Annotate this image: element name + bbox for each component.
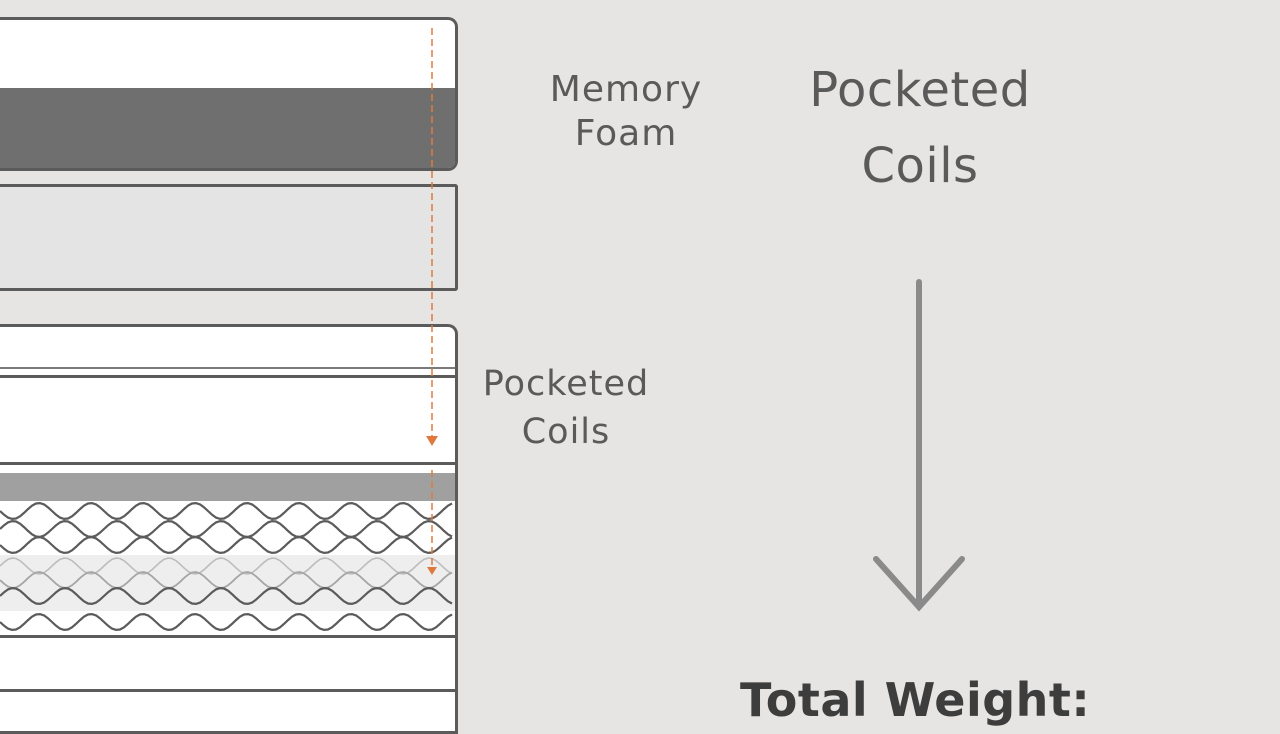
- pocketed-coils-layer: [0, 324, 458, 734]
- coil-spring-waves: [0, 501, 453, 632]
- pocketed-coils-heading: Pocketed Coils: [790, 52, 1050, 204]
- pocketed-coils-heading-line-1: Pocketed: [809, 62, 1031, 118]
- coils-grey-band: [0, 473, 455, 501]
- pocketed-coils-label-line-2: Coils: [521, 412, 611, 452]
- memory-foam-label-line-2: Foam: [574, 113, 678, 154]
- guide-arrowhead-lower: [427, 567, 437, 575]
- memory-foam-layer: [0, 17, 458, 171]
- total-weight-label: Total Weight:: [740, 673, 1091, 727]
- coil-wave-line: [0, 571, 453, 589]
- dimension-guide-arrow: [426, 28, 438, 575]
- coil-wave-line: [0, 501, 453, 521]
- memory-foam-dark-band: [0, 88, 455, 168]
- pocketed-coils-heading-line-2: Coils: [861, 138, 979, 194]
- transition-layer: [0, 184, 458, 291]
- coil-wave-line: [0, 586, 453, 606]
- coils-base-divider: [0, 689, 455, 692]
- coils-top-line-2: [0, 375, 455, 378]
- guide-arrowhead-upper: [426, 436, 438, 446]
- coil-wave-line: [0, 557, 453, 575]
- memory-foam-label: Memory Foam: [528, 68, 724, 156]
- pocketed-coils-label: Pocketed Coils: [462, 360, 670, 456]
- coil-wave-line: [0, 519, 453, 539]
- coils-lower-divider: [0, 635, 455, 638]
- coil-wave-line: [0, 612, 453, 632]
- pocketed-coils-label-line-1: Pocketed: [482, 364, 650, 404]
- coils-upper-divider: [0, 462, 455, 465]
- coil-wave-line: [0, 535, 453, 555]
- coils-top-line: [0, 367, 455, 369]
- memory-foam-label-line-1: Memory: [549, 69, 703, 110]
- weight-down-arrow: [873, 279, 965, 612]
